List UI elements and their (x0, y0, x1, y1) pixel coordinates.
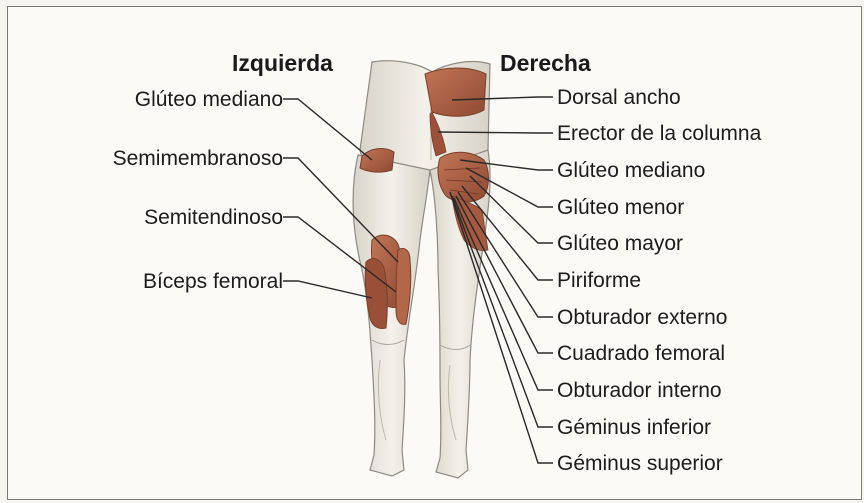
label-piriforme: Piriforme (557, 270, 641, 291)
label-cuadrado-femoral: Cuadrado femoral (557, 343, 725, 364)
label-geminus-superior: Géminus superior (557, 453, 723, 474)
heading-left: Izquierda (232, 52, 333, 75)
label-obturador-externo: Obturador externo (557, 307, 727, 328)
label-geminus-inferior: Géminus inferior (557, 417, 711, 438)
left-leg (353, 155, 430, 476)
heading-right: Derecha (500, 52, 591, 75)
label-obturador-interno: Obturador interno (557, 380, 722, 401)
label-biceps-femoral: Bíceps femoral (143, 271, 283, 292)
label-gluteo-menor: Glúteo menor (557, 197, 684, 218)
label-dorsal-ancho: Dorsal ancho (557, 87, 681, 108)
leader-gluteo-mediano-left (283, 99, 372, 160)
leader-erector (438, 132, 553, 133)
latissimus-muscle (425, 68, 486, 116)
leader-biceps-femoral (283, 281, 372, 298)
label-gluteo-mediano-left: Glúteo mediano (135, 89, 283, 110)
label-semitendinoso: Semitendinoso (144, 207, 283, 228)
label-erector-columna: Erector de la columna (557, 123, 761, 144)
label-gluteo-mediano-right: Glúteo mediano (557, 160, 705, 181)
label-gluteo-mayor: Glúteo mayor (557, 233, 683, 254)
label-semimembranoso: Semimembranoso (113, 148, 283, 169)
right-gluteal-cluster (438, 152, 489, 202)
